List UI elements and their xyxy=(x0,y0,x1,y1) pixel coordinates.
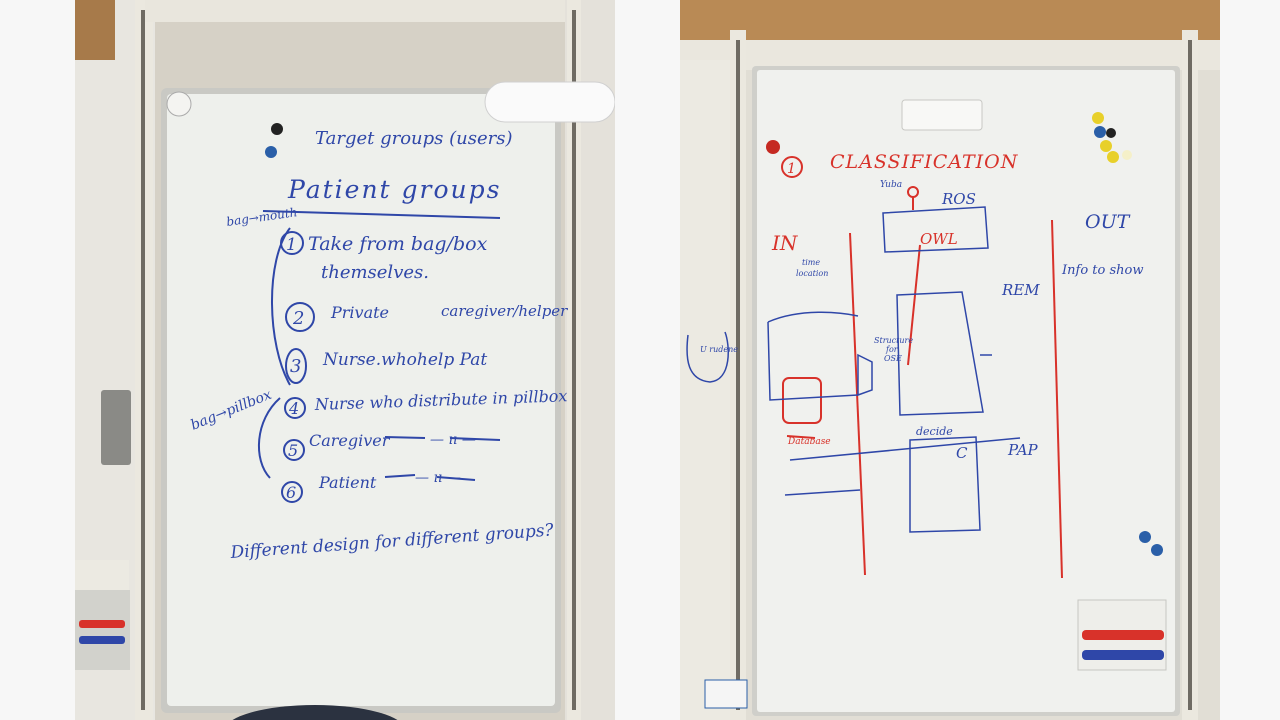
sticker-card xyxy=(704,679,748,709)
label-info: Info to show xyxy=(1061,263,1143,278)
item-2-text: Private xyxy=(330,303,389,322)
item-5-ditto: — ıı — xyxy=(430,432,476,448)
label-ros: ROS xyxy=(941,190,976,208)
label-u-rudene: U rudene xyxy=(700,345,738,354)
whiteboard-surface xyxy=(757,70,1175,712)
label-c: C xyxy=(956,444,968,462)
item-1-text: Take from bag/box xyxy=(308,233,488,255)
right-whiteboard-scene: 1 CLASSIFICATION IN OUT ROS OWL Yuba REM… xyxy=(680,0,1220,720)
item-num: 1 xyxy=(787,161,796,177)
item-6-ditto: — ıı — xyxy=(415,470,461,486)
label-ose: OSE xyxy=(884,354,902,363)
label-location: location xyxy=(796,269,828,278)
label-structure: Structure xyxy=(874,336,913,345)
paper-roll xyxy=(484,81,615,123)
label-pap: PAP xyxy=(1007,441,1039,459)
label-owl: OWL xyxy=(920,230,958,248)
item-3-text: Nurse.whohelp Pat xyxy=(322,350,487,370)
label-decide: decide xyxy=(916,425,953,438)
label-time: time xyxy=(802,258,820,267)
item-6-text: Patient xyxy=(318,473,377,492)
blue-magnet xyxy=(1139,531,1151,543)
board-title: CLASSIFICATION xyxy=(830,151,1019,173)
item-5-num: 5 xyxy=(288,441,298,460)
item-4-num: 4 xyxy=(288,399,299,418)
item-5-text: Caregiver xyxy=(309,431,391,450)
red-magnet xyxy=(766,140,780,154)
photo-right-whiteboard: 1 CLASSIFICATION IN OUT ROS OWL Yuba REM… xyxy=(680,0,1220,720)
whiteboard-surface xyxy=(167,94,555,706)
board-heading: Patient groups xyxy=(287,175,501,204)
left-whiteboard-scene: Target groups (users) Patient groups bag… xyxy=(75,0,615,720)
item-2-text2: caregiver/helper xyxy=(441,302,568,320)
black-magnet xyxy=(271,123,283,135)
label-rem: REM xyxy=(1001,281,1040,299)
board-holder xyxy=(901,99,983,131)
label-database: Database xyxy=(787,437,831,447)
board-title: Target groups (users) xyxy=(315,128,512,149)
magnet-cluster xyxy=(1092,112,1132,163)
board-knob xyxy=(166,91,192,117)
photo-left-whiteboard: Target groups (users) Patient groups bag… xyxy=(75,0,615,720)
item-6-num: 6 xyxy=(286,483,296,502)
blue-marker xyxy=(1082,650,1164,660)
top-shelf xyxy=(680,0,1220,40)
label-in: IN xyxy=(771,231,799,255)
blue-magnet-2 xyxy=(1151,544,1163,556)
red-marker xyxy=(1082,630,1164,640)
label-for: for xyxy=(885,345,899,354)
item-3-num: 3 xyxy=(290,356,301,377)
label-out: OUT xyxy=(1085,211,1131,233)
wall-eraser xyxy=(101,390,131,465)
label-yuba: Yuba xyxy=(880,180,902,190)
blue-magnet xyxy=(265,146,277,158)
item-1-text2: themselves. xyxy=(321,262,429,283)
item-1-num: 1 xyxy=(286,235,297,255)
item-2-num: 2 xyxy=(292,308,304,329)
